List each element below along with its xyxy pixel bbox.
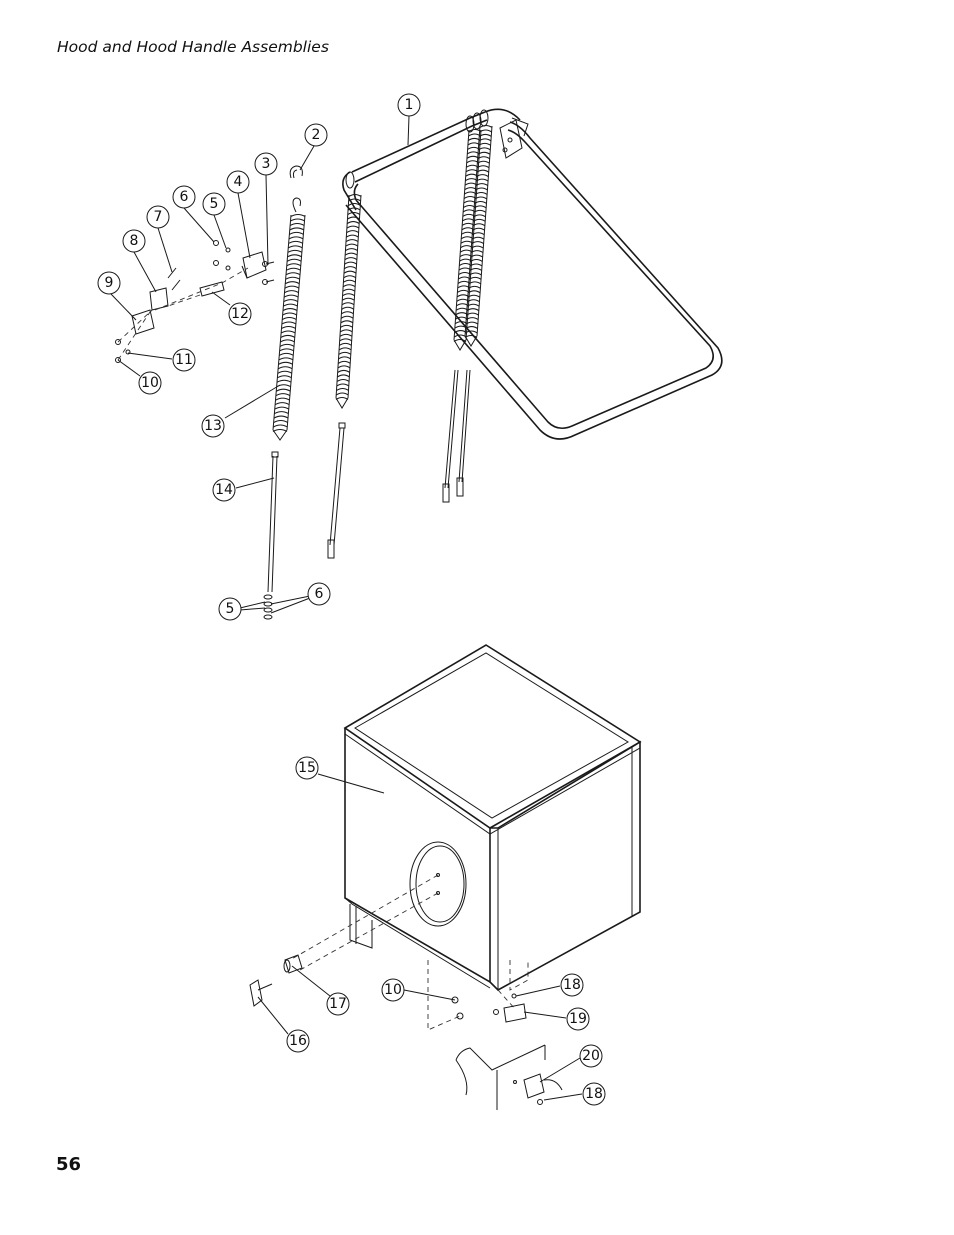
page-title: Hood and Hood Handle Assemblies — [57, 38, 329, 56]
callout-6-upper: 6 — [172, 185, 196, 209]
callout-8: 8 — [122, 229, 146, 253]
callout-12-label: 12 — [231, 306, 249, 322]
callout-6-lower-label: 6 — [315, 586, 324, 602]
callout-9: 9 — [97, 271, 121, 295]
springs — [272, 125, 493, 441]
hood-knob — [249, 954, 303, 1007]
callout-19: 19 — [566, 1007, 590, 1031]
callout-6-upper-label: 6 — [180, 189, 189, 205]
callout-16: 16 — [286, 1029, 310, 1053]
hinge-hardware — [115, 165, 303, 363]
callout-11: 11 — [172, 348, 196, 372]
callout-5-upper: 5 — [202, 192, 226, 216]
page-number: 56 — [56, 1154, 82, 1175]
callout-17: 17 — [326, 992, 350, 1016]
callout-8-label: 8 — [130, 233, 139, 249]
callouts: 1 2 3 4 5 6 7 8 9 10 11 12 13 14 5 6 15 … — [97, 93, 606, 1106]
callout-6-lower: 6 — [307, 582, 331, 606]
callout-13: 13 — [201, 414, 225, 438]
callout-10-upper-label: 10 — [141, 375, 159, 391]
callout-16-label: 16 — [289, 1033, 307, 1049]
spring-outline — [335, 194, 362, 409]
callout-10-lower-label: 10 — [384, 982, 402, 998]
callout-18-upper: 18 — [560, 973, 584, 997]
callout-20: 20 — [579, 1044, 603, 1068]
callout-13-label: 13 — [204, 418, 222, 434]
callout-9-label: 9 — [105, 275, 114, 291]
callout-2-label: 2 — [312, 127, 321, 143]
callout-14: 14 — [212, 478, 236, 502]
spring-coil — [464, 125, 493, 338]
callout-10-upper: 10 — [138, 371, 162, 395]
callout-12: 12 — [228, 302, 252, 326]
leader-lines — [110, 115, 583, 1101]
callout-18-upper-label: 18 — [563, 977, 581, 993]
callout-17-label: 17 — [329, 996, 347, 1012]
rod-washers-nuts — [263, 594, 273, 620]
callout-5-lower-label: 5 — [226, 601, 235, 617]
callout-7-label: 7 — [154, 209, 163, 225]
spring-rods — [267, 369, 471, 593]
spring-coil — [453, 129, 482, 342]
callout-18-lower-label: 18 — [585, 1086, 603, 1102]
callout-4-label: 4 — [234, 174, 243, 190]
callout-7: 7 — [146, 205, 170, 229]
callout-18-lower: 18 — [582, 1082, 606, 1106]
latch-detail — [455, 1044, 563, 1110]
callout-14-label: 14 — [215, 482, 233, 498]
callout-15-label: 15 — [298, 760, 316, 776]
callout-3-label: 3 — [262, 156, 271, 172]
callout-11-label: 11 — [175, 352, 193, 368]
callout-1: 1 — [397, 93, 421, 117]
hood-handle — [342, 108, 723, 440]
hood-body — [289, 644, 642, 1031]
spring-coil — [272, 214, 306, 432]
callout-5-upper-label: 5 — [210, 196, 219, 212]
callout-4: 4 — [226, 170, 250, 194]
callout-5-lower: 5 — [218, 597, 242, 621]
spring-coil — [335, 194, 362, 400]
spring-outline — [272, 214, 306, 441]
callout-1-label: 1 — [405, 97, 414, 113]
callout-10-lower: 10 — [381, 978, 405, 1002]
callout-3: 3 — [254, 152, 278, 176]
callout-20-label: 20 — [582, 1048, 600, 1064]
callout-2: 2 — [304, 123, 328, 147]
latch-hardware — [451, 993, 527, 1023]
spring-outline — [464, 125, 493, 347]
callout-15: 15 — [295, 756, 319, 780]
callout-19-label: 19 — [569, 1011, 587, 1027]
